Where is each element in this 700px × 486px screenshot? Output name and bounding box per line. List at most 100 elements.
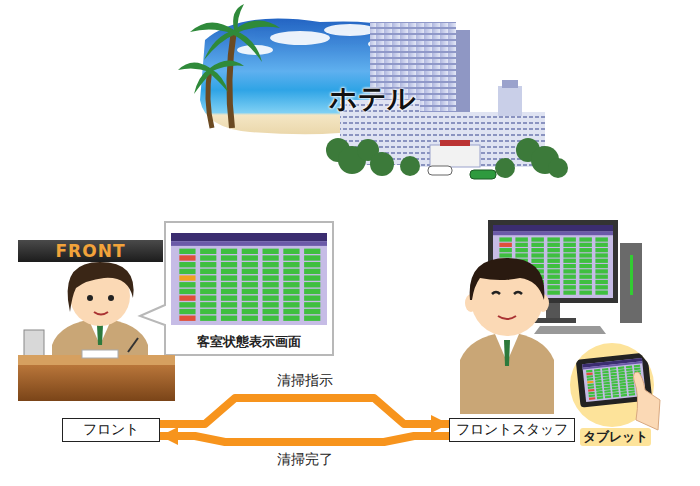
- drawing-part: [324, 24, 376, 36]
- room-cell: [547, 264, 559, 268]
- room-cell: [603, 382, 609, 385]
- room-cell: [595, 243, 607, 247]
- node-text: 客室状態表示画面: [195, 333, 303, 351]
- room-cell: [179, 302, 195, 307]
- room-cell: [627, 376, 633, 379]
- room-cell: [283, 309, 299, 314]
- room-cell: [602, 368, 608, 371]
- room-cell: [594, 372, 600, 375]
- front-staff: [460, 258, 554, 414]
- room-cell: [179, 295, 195, 300]
- node-text: フロントスタッフ: [456, 421, 568, 439]
- drawing-part: [534, 326, 606, 334]
- room-cell: [620, 383, 626, 386]
- room-cell: [221, 262, 237, 267]
- room-cell: [531, 259, 543, 263]
- room-cell: [263, 282, 279, 287]
- drawing-part: [514, 292, 522, 294]
- room-cell: [618, 366, 624, 369]
- room-cell: [221, 309, 237, 314]
- room-cell: [179, 316, 195, 321]
- room-cell: [563, 253, 575, 257]
- drawing-part: [87, 295, 93, 301]
- room-cell: [595, 377, 601, 380]
- drawing-part: [208, 68, 228, 92]
- room-cell: [304, 295, 320, 300]
- screen-toolbar: [493, 232, 613, 236]
- room-cell: [242, 282, 258, 287]
- status-screen: [171, 233, 327, 325]
- drawing-part: [440, 140, 470, 146]
- drawing-part: [504, 340, 510, 366]
- room-cell: [499, 248, 511, 252]
- room-cell: [563, 269, 575, 273]
- room-cell: [613, 395, 619, 398]
- room-cell: [579, 280, 591, 284]
- drawing-part: [190, 22, 234, 34]
- label-box: フロントスタッフ: [449, 418, 575, 442]
- drawing-part: [634, 372, 661, 430]
- room-cell: [531, 237, 543, 241]
- room-cell: [596, 391, 602, 394]
- room-cell: [263, 309, 279, 314]
- room-cell: [179, 255, 195, 260]
- node-text: フロント: [83, 421, 139, 439]
- room-cell: [589, 397, 595, 400]
- room-cell: [547, 269, 559, 273]
- room-cell: [221, 295, 237, 300]
- room-cell: [620, 391, 626, 394]
- room-cell: [221, 249, 237, 254]
- room-cell: [595, 259, 607, 263]
- room-cell: [579, 259, 591, 263]
- room-cell: [283, 269, 299, 274]
- room-cell: [531, 248, 543, 252]
- room-cell: [242, 295, 258, 300]
- room-cell: [221, 289, 237, 294]
- edge-label: 清掃完了: [275, 451, 335, 469]
- room-cell: [595, 291, 607, 295]
- drawing-part: [470, 170, 496, 179]
- cars: [428, 166, 496, 179]
- room-cell: [515, 248, 527, 252]
- room-cell: [304, 316, 320, 321]
- room-cell: [283, 289, 299, 294]
- room-cell: [563, 237, 575, 241]
- room-cell: [626, 365, 632, 368]
- room-cell: [547, 285, 559, 289]
- room-cell: [620, 386, 626, 389]
- drawing-part: [495, 158, 515, 178]
- room-cell: [283, 316, 299, 321]
- label-box: フロント: [62, 418, 160, 442]
- room-cell: [179, 309, 195, 314]
- room-cell: [595, 380, 601, 383]
- callout-bubble: 客室状態表示画面: [165, 222, 333, 355]
- drawing-part: [82, 350, 118, 358]
- room-cell: [304, 289, 320, 294]
- drawing-part: [208, 68, 212, 128]
- room-cell: [587, 375, 593, 378]
- room-cell: [531, 243, 543, 247]
- room-cell: [179, 269, 195, 274]
- room-cell: [595, 374, 601, 377]
- room-cell: [242, 289, 258, 294]
- room-cell: [283, 302, 299, 307]
- room-cell: [604, 390, 610, 393]
- drawing-part: [430, 145, 480, 167]
- room-cell: [283, 262, 299, 267]
- room-cell: [620, 388, 626, 391]
- screen-toolbar: [583, 361, 643, 369]
- room-cell: [603, 374, 609, 377]
- callout-bubble-ground: [140, 222, 333, 355]
- room-cell: [595, 285, 607, 289]
- room-cell: [610, 370, 616, 373]
- screen-header: [171, 233, 327, 241]
- room-cell: [304, 249, 320, 254]
- room-cell: [563, 259, 575, 263]
- screen-header: [493, 225, 613, 232]
- edge-label: 清掃指示: [275, 372, 335, 390]
- trees: [326, 138, 568, 178]
- room-cell: [242, 316, 258, 321]
- drawing-part: [178, 4, 280, 94]
- room-cell: [515, 243, 527, 247]
- room-cell: [563, 280, 575, 284]
